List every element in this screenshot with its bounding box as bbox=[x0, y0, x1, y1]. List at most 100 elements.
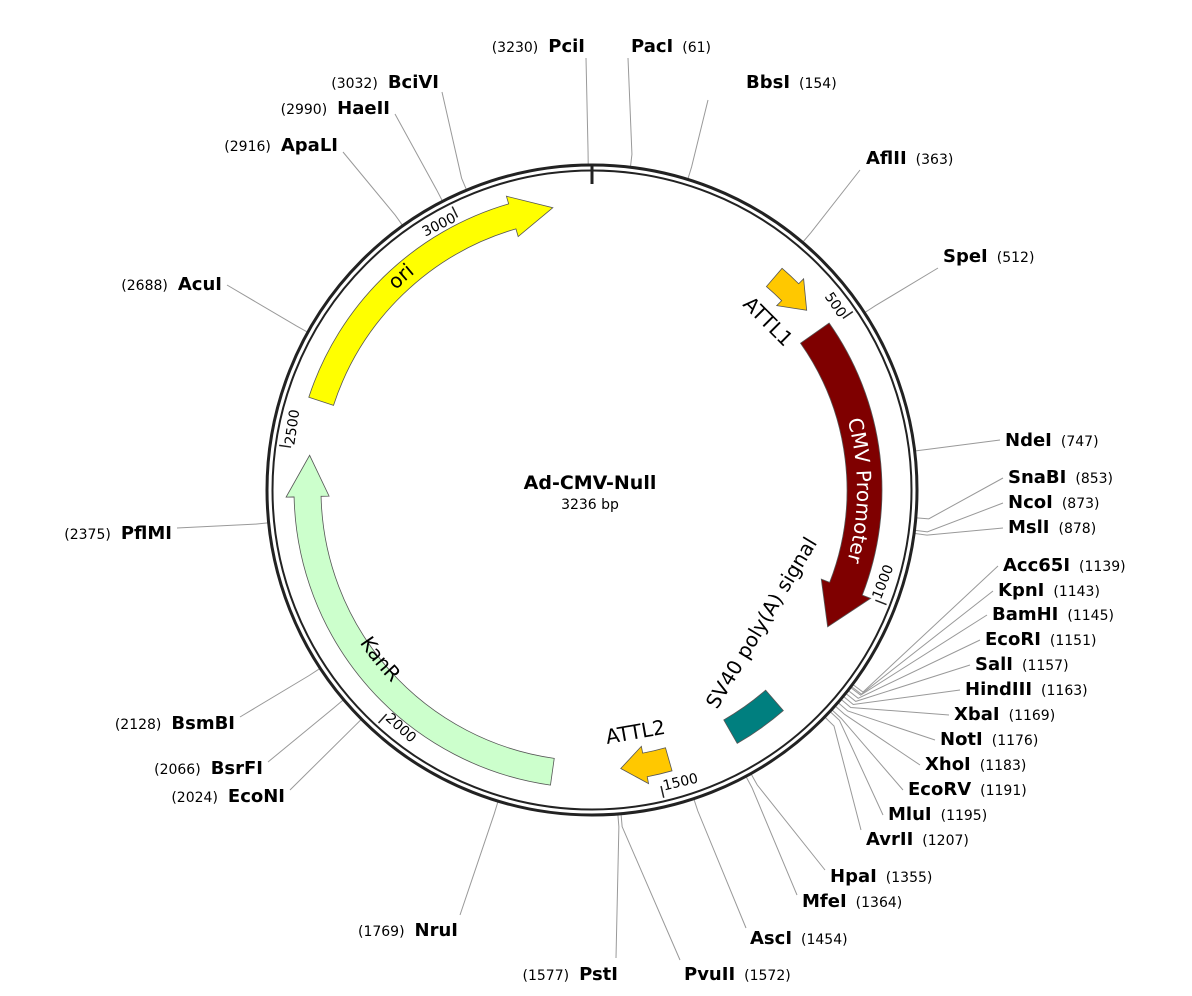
enzyme-site-hpai[interactable]: HpaI(1355) bbox=[750, 774, 932, 887]
enzyme-label[interactable]: EcoRI(1151) bbox=[985, 629, 1096, 650]
enzyme-site-bsrfi[interactable]: (2066)BsrFI bbox=[154, 699, 344, 779]
enzyme-site-ndei[interactable]: NdeI(747) bbox=[915, 430, 1099, 452]
enzyme-label[interactable]: Acc65I(1139) bbox=[1003, 555, 1126, 576]
enzyme-site-bbsi[interactable]: BbsI(154) bbox=[687, 72, 837, 179]
feature-arrow[interactable] bbox=[799, 322, 883, 628]
enzyme-name: MfeI bbox=[802, 891, 847, 912]
enzyme-position: 1355 bbox=[891, 870, 927, 886]
enzyme-label[interactable]: SnaBI(853) bbox=[1008, 467, 1113, 488]
enzyme-label[interactable]: (2375)PflMI bbox=[64, 523, 172, 544]
enzyme-site-psti[interactable]: (1577)PstI bbox=[523, 814, 620, 985]
enzyme-label[interactable]: HindIII(1163) bbox=[965, 679, 1088, 700]
enzyme-label[interactable]: (2066)BsrFI bbox=[154, 758, 263, 779]
enzyme-label[interactable]: BamHI(1145) bbox=[992, 604, 1114, 625]
enzyme-label[interactable]: XhoI(1183) bbox=[925, 754, 1026, 775]
enzyme-label[interactable]: PvuII(1572) bbox=[684, 964, 791, 985]
enzyme-site-hindiii[interactable]: HindIII(1163) bbox=[843, 679, 1088, 705]
enzyme-leader-line bbox=[693, 799, 747, 929]
enzyme-label[interactable]: (2916)ApaLI bbox=[224, 135, 338, 156]
enzyme-site-noti[interactable]: NotI(1176) bbox=[838, 702, 1039, 750]
feature-kanr[interactable] bbox=[285, 454, 555, 786]
feature-arrow[interactable] bbox=[723, 689, 784, 744]
enzyme-site-pcii[interactable]: (3230)PciI bbox=[492, 36, 589, 165]
enzyme-site-ecori[interactable]: EcoRI(1151) bbox=[848, 629, 1097, 699]
enzyme-label[interactable]: (3032)BciVI bbox=[331, 72, 439, 93]
feature-attl1[interactable] bbox=[765, 267, 808, 311]
feature-arrow[interactable] bbox=[285, 454, 555, 786]
enzyme-label[interactable]: NcoI(873) bbox=[1008, 492, 1099, 513]
enzyme-site-econi[interactable]: (2024)EcoNI bbox=[171, 719, 362, 807]
enzyme-label[interactable]: (2990)HaeII bbox=[281, 98, 390, 119]
paren-close: ) bbox=[322, 102, 327, 118]
enzyme-site-avrii[interactable]: AvrII(1207) bbox=[825, 717, 969, 850]
enzyme-label[interactable]: PacI(61) bbox=[631, 36, 711, 57]
enzyme-site-bamhi[interactable]: BamHI(1145) bbox=[850, 604, 1114, 696]
enzyme-label[interactable]: XbaI(1169) bbox=[954, 704, 1055, 725]
paren-close: ) bbox=[842, 932, 847, 948]
enzyme-label[interactable]: MluI(1195) bbox=[888, 804, 987, 825]
enzyme-site-xhoi[interactable]: XhoI(1183) bbox=[835, 706, 1027, 775]
enzyme-label[interactable]: (2024)EcoNI bbox=[171, 786, 285, 807]
enzyme-label[interactable]: SpeI(512) bbox=[943, 246, 1034, 267]
enzyme-site-msli[interactable]: MslI(878) bbox=[915, 517, 1096, 538]
enzyme-label[interactable]: HpaI(1355) bbox=[830, 866, 932, 887]
enzyme-label[interactable]: NotI(1176) bbox=[940, 729, 1038, 750]
enzyme-label[interactable]: EcoRV(1191) bbox=[908, 779, 1027, 800]
enzyme-label[interactable]: (2688)AcuI bbox=[121, 274, 222, 295]
feature-attl2[interactable] bbox=[620, 745, 673, 785]
enzyme-site-acc65i[interactable]: Acc65I(1139) bbox=[853, 555, 1126, 693]
paren-close: ) bbox=[1029, 250, 1034, 266]
enzyme-label[interactable]: KpnI(1143) bbox=[998, 580, 1100, 601]
feature-arrow[interactable] bbox=[765, 267, 808, 311]
enzyme-site-mfei[interactable]: MfeI(1364) bbox=[745, 776, 902, 912]
enzyme-site-sali[interactable]: SalI(1157) bbox=[846, 654, 1069, 702]
enzyme-site-apali[interactable]: (2916)ApaLI bbox=[224, 135, 403, 226]
enzyme-label[interactable]: NdeI(747) bbox=[1005, 430, 1099, 451]
paren-open: ( bbox=[1075, 471, 1080, 487]
enzyme-site-snabi[interactable]: SnaBI(853) bbox=[916, 467, 1113, 520]
enzyme-leader-line bbox=[585, 57, 589, 165]
feature-ori[interactable] bbox=[308, 195, 554, 406]
enzyme-site-acui[interactable]: (2688)AcuI bbox=[121, 274, 308, 333]
paren-open: ( bbox=[281, 102, 286, 118]
enzyme-site-mlui[interactable]: MluI(1195) bbox=[830, 711, 988, 825]
enzyme-site-spei[interactable]: SpeI(512) bbox=[865, 246, 1034, 313]
paren-open: ( bbox=[171, 790, 176, 806]
feature-arrow[interactable] bbox=[620, 745, 673, 785]
enzyme-name: AvrII bbox=[866, 829, 913, 850]
enzyme-site-nrui[interactable]: (1769)NruI bbox=[358, 801, 499, 941]
enzyme-label[interactable]: MfeI(1364) bbox=[802, 891, 902, 912]
enzyme-label[interactable]: (1577)PstI bbox=[523, 964, 618, 985]
enzyme-label[interactable]: AscI(1454) bbox=[750, 928, 848, 949]
feature-sv40-poly-a-signal[interactable] bbox=[723, 689, 784, 744]
enzyme-site-ncoi[interactable]: NcoI(873) bbox=[915, 492, 1099, 533]
paren-open: ( bbox=[992, 733, 997, 749]
enzyme-label[interactable]: BbsI(154) bbox=[746, 72, 837, 93]
enzyme-site-pvuii[interactable]: PvuII(1572) bbox=[620, 814, 791, 985]
feature-cmv-promoter[interactable] bbox=[799, 322, 883, 628]
enzyme-site-haeii[interactable]: (2990)HaeII bbox=[281, 98, 443, 201]
enzyme-label[interactable]: (2128)BsmBI bbox=[115, 713, 235, 734]
enzyme-leader-line bbox=[853, 565, 999, 693]
enzyme-position: 1139 bbox=[1085, 559, 1121, 575]
enzyme-site-paci[interactable]: PacI(61) bbox=[627, 36, 711, 167]
enzyme-site-pflmi[interactable]: (2375)PflMI bbox=[64, 522, 268, 544]
enzyme-site-ecorv[interactable]: EcoRV(1191) bbox=[832, 709, 1027, 800]
tick-mark bbox=[875, 599, 887, 606]
enzyme-label[interactable]: MslI(878) bbox=[1008, 517, 1096, 538]
enzyme-site-aflii[interactable]: AflII(363) bbox=[802, 148, 953, 243]
feature-arrow[interactable] bbox=[308, 195, 554, 406]
enzyme-label[interactable]: (1769)NruI bbox=[358, 920, 458, 941]
enzyme-site-bcivi[interactable]: (3032)BciVI bbox=[331, 72, 467, 190]
enzyme-label[interactable]: SalI(1157) bbox=[975, 654, 1069, 675]
enzyme-site-bsmbi[interactable]: (2128)BsmBI bbox=[115, 668, 320, 734]
paren-open: ( bbox=[1067, 608, 1072, 624]
paren-close: ) bbox=[195, 762, 200, 778]
enzyme-label[interactable]: (3230)PciI bbox=[492, 36, 585, 57]
enzyme-site-asci[interactable]: AscI(1454) bbox=[693, 799, 848, 949]
enzyme-leader-line bbox=[687, 99, 709, 179]
enzyme-site-xbai[interactable]: XbaI(1169) bbox=[841, 699, 1056, 725]
enzyme-label[interactable]: AflII(363) bbox=[866, 148, 953, 169]
enzyme-label[interactable]: AvrII(1207) bbox=[866, 829, 969, 850]
